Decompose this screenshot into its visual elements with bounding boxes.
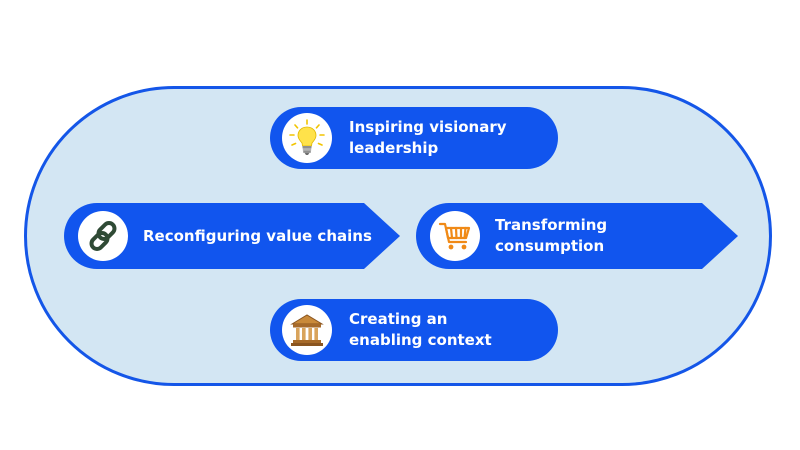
node-top-line2: leadership [349,139,439,157]
node-right-line2: consumption [495,237,605,255]
node-creating-enabling-context: Creating an enabling context [270,299,558,361]
chain-link-icon-circle [78,211,128,261]
shopping-cart-icon [438,222,471,250]
node-left-line1: Reconfiguring value chains [143,226,372,245]
institution-building-icon-circle [282,305,332,355]
node-right-line1: Transforming [495,216,608,234]
node-reconfiguring-value-chains: Reconfiguring value chains [64,203,400,269]
node-inspiring-visionary-leadership: Inspiring visionary leadership [270,107,558,169]
lightbulb-icon-circle [282,113,332,163]
shopping-cart-icon-circle [430,211,480,261]
chain-link-icon [89,221,117,251]
node-bottom-line1: Creating an [349,310,448,328]
node-top-line1: Inspiring visionary [349,118,507,136]
node-bottom-line2: enabling context [349,331,492,349]
node-transforming-consumption: Transforming consumption [416,203,738,269]
lightbulb-icon [289,119,325,155]
institution-building-icon [290,314,324,346]
